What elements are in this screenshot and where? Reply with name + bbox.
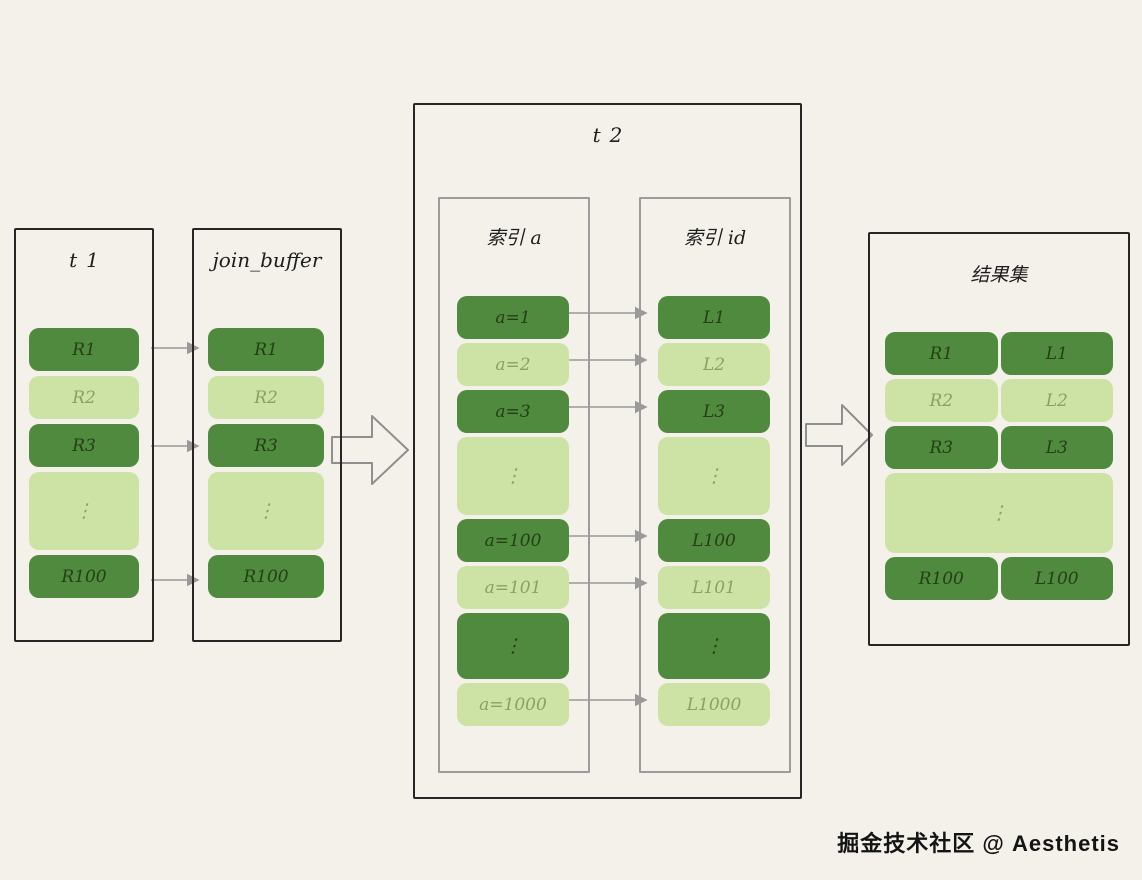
stage-arrow-icon bbox=[805, 404, 873, 466]
t1-title: t1 bbox=[69, 248, 108, 272]
table-row: R2 bbox=[29, 376, 139, 419]
row-label: L3 bbox=[702, 401, 726, 422]
row-label: ⋮ bbox=[989, 502, 1009, 524]
result-row: R2 L2 bbox=[885, 379, 1113, 422]
table-row: R100 bbox=[29, 555, 139, 598]
row-label: R3 bbox=[72, 435, 96, 456]
row-label: a=2 bbox=[495, 354, 531, 375]
row-label: ⋮ bbox=[74, 500, 94, 522]
result-cell: L2 bbox=[1000, 379, 1113, 422]
result-row: R3 L3 bbox=[885, 426, 1113, 469]
index-a-title: 索引 a bbox=[486, 227, 542, 249]
index-row: a=1000 bbox=[457, 683, 569, 726]
cell-label: L100 bbox=[1034, 568, 1079, 589]
join-buffer-rows: R1 R2 R3 ⋮ R100 bbox=[208, 328, 324, 598]
index-row: L3 bbox=[658, 390, 770, 433]
row-label: L101 bbox=[692, 577, 736, 598]
row-label: R100 bbox=[243, 566, 289, 587]
index-a-rows: a=1 a=2 a=3 ⋮ a=100 a=101 ⋮ a=1000 bbox=[457, 296, 569, 726]
row-label: R2 bbox=[254, 387, 278, 408]
index-row-ellipsis: ⋮ bbox=[658, 613, 770, 679]
row-label: L100 bbox=[692, 530, 736, 551]
table-row-ellipsis: ⋮ bbox=[29, 472, 139, 550]
index-row: a=1 bbox=[457, 296, 569, 339]
t2-title: t2 bbox=[592, 123, 632, 147]
table-row: R2 bbox=[208, 376, 324, 419]
t1-rows: R1 R2 R3 ⋮ R100 bbox=[29, 328, 139, 598]
result-row-ellipsis: ⋮ bbox=[885, 473, 1113, 553]
row-label: R1 bbox=[72, 339, 96, 360]
cell-label: L1 bbox=[1045, 343, 1068, 364]
cell-label: L3 bbox=[1045, 437, 1068, 458]
t2-table-box: t2 索引 a a=1 a=2 a=3 ⋮ a=100 a=101 ⋮ a=10… bbox=[413, 103, 802, 799]
index-row: a=2 bbox=[457, 343, 569, 386]
table-row-ellipsis: ⋮ bbox=[208, 472, 324, 550]
index-id-title: 索引 id bbox=[683, 227, 747, 249]
table-row: R3 bbox=[29, 424, 139, 467]
result-cell: R2 bbox=[885, 379, 998, 422]
row-label: L1000 bbox=[686, 694, 742, 715]
cell-label: R1 bbox=[929, 343, 954, 364]
result-rows: R1 L1 R2 L2 R3 L3 ⋮ R100 L100 bbox=[885, 332, 1113, 600]
stage-arrow-icon bbox=[331, 415, 409, 485]
row-label: a=1000 bbox=[479, 694, 547, 715]
index-row: L2 bbox=[658, 343, 770, 386]
result-cell: R3 bbox=[885, 426, 998, 469]
cell-label: L2 bbox=[1045, 390, 1068, 411]
join-buffer-title: join_buffer bbox=[212, 248, 322, 272]
row-label: ⋮ bbox=[704, 465, 724, 487]
row-label: R3 bbox=[254, 435, 278, 456]
index-row-ellipsis: ⋮ bbox=[457, 613, 569, 679]
cell-label: R2 bbox=[929, 390, 954, 411]
row-label: a=100 bbox=[484, 530, 542, 551]
row-label: ⋮ bbox=[503, 465, 523, 487]
table-row: R1 bbox=[29, 328, 139, 371]
table-row: R1 bbox=[208, 328, 324, 371]
row-label: ⋮ bbox=[704, 635, 724, 657]
result-cell: R100 bbox=[885, 557, 998, 600]
result-row: R100 L100 bbox=[885, 557, 1113, 600]
index-row-ellipsis: ⋮ bbox=[658, 437, 770, 515]
index-row: L100 bbox=[658, 519, 770, 562]
index-id-rows: L1 L2 L3 ⋮ L100 L101 ⋮ L1000 bbox=[658, 296, 770, 726]
result-set-title: 结果集 bbox=[970, 264, 1028, 286]
table-row: R3 bbox=[208, 424, 324, 467]
row-label: R2 bbox=[72, 387, 96, 408]
result-cell: L1 bbox=[1000, 332, 1113, 375]
row-label: L2 bbox=[702, 354, 726, 375]
row-label: R100 bbox=[61, 566, 107, 587]
index-row: L1 bbox=[658, 296, 770, 339]
cell-label: R3 bbox=[929, 437, 954, 458]
watermark-text: 掘金技术社区 @ Aesthetis bbox=[837, 831, 1120, 856]
t1-table-box: t1 R1 R2 R3 ⋮ R100 bbox=[14, 228, 154, 642]
index-row-ellipsis: ⋮ bbox=[457, 437, 569, 515]
cell-label: R100 bbox=[918, 568, 964, 589]
table-row: R100 bbox=[208, 555, 324, 598]
row-label: ⋮ bbox=[503, 635, 523, 657]
result-row: R1 L1 bbox=[885, 332, 1113, 375]
result-cell: L100 bbox=[1000, 557, 1113, 600]
join-buffer-box: join_buffer R1 R2 R3 ⋮ R100 bbox=[192, 228, 342, 642]
row-label: a=3 bbox=[495, 401, 531, 422]
result-cell: R1 bbox=[885, 332, 998, 375]
index-row: L101 bbox=[658, 566, 770, 609]
index-row: L1000 bbox=[658, 683, 770, 726]
row-label: a=1 bbox=[495, 307, 531, 328]
index-row: a=3 bbox=[457, 390, 569, 433]
row-label: R1 bbox=[254, 339, 278, 360]
index-id-box: 索引 id L1 L2 L3 ⋮ L100 L101 ⋮ L1000 bbox=[639, 197, 791, 773]
index-row: a=100 bbox=[457, 519, 569, 562]
result-cell: L3 bbox=[1000, 426, 1113, 469]
result-set-box: 结果集 R1 L1 R2 L2 R3 L3 ⋮ R100 L100 bbox=[868, 232, 1130, 646]
row-label: L1 bbox=[702, 307, 726, 328]
index-a-box: 索引 a a=1 a=2 a=3 ⋮ a=100 a=101 ⋮ a=1000 bbox=[438, 197, 590, 773]
row-label: a=101 bbox=[484, 577, 542, 598]
index-row: a=101 bbox=[457, 566, 569, 609]
row-label: ⋮ bbox=[256, 500, 276, 522]
